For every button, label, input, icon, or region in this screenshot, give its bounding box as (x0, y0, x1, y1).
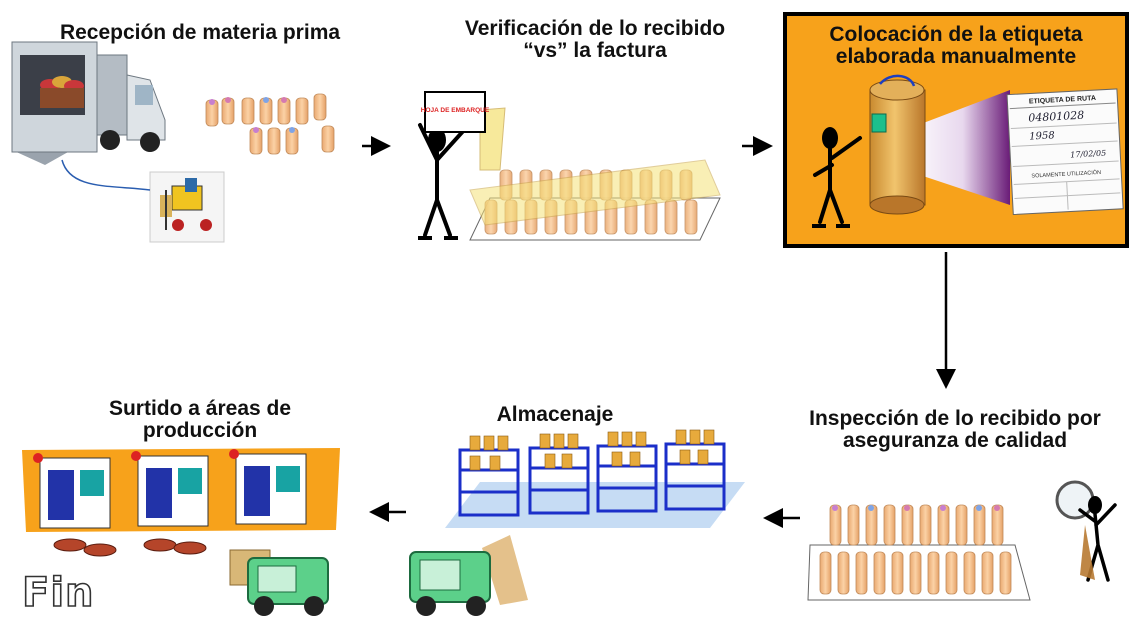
machine-unit (131, 451, 209, 527)
storage-racks (445, 429, 745, 528)
end-label: Fin (21, 569, 95, 617)
route-label-date: 17/02/05 (1070, 149, 1106, 160)
pallet-rolls-verification (469, 107, 721, 241)
material-rolls-group (205, 93, 335, 155)
step-title-supply: Surtido a áreas de producción (108, 397, 292, 442)
pallet-rolls-inspection (807, 504, 1031, 601)
label-scene (812, 74, 1010, 228)
shipping-document-sign: HOJA DE EMBARQUE (421, 91, 490, 133)
sign-text: HOJA DE EMBARQUE (421, 107, 490, 114)
magnifier-figure (1055, 480, 1117, 582)
curved-pointer (61, 159, 151, 191)
truck-illustration (11, 41, 166, 165)
step-title-inspection: Inspección de lo recibido por aseguranza… (809, 407, 1101, 452)
stick-figure-holding-sign (418, 116, 477, 240)
production-machines (22, 448, 340, 557)
step-title-reception: Recepción de materia prima (59, 21, 341, 44)
route-label-footer: SOLAMENTE UTILIZACIÓN (1031, 169, 1101, 180)
route-label-card: ETIQUETA DE RUTA 04801028 1958 17/02/05 … (1006, 88, 1124, 216)
step-title-verification: Verificación de lo recibido “vs” la fact… (464, 17, 726, 62)
forklift-photo (149, 171, 225, 243)
route-label-header: ETIQUETA DE RUTA (1029, 95, 1096, 106)
machine-unit (229, 449, 307, 525)
route-label-qty: 1958 (1029, 130, 1055, 142)
step-title-storage: Almacenaje (496, 403, 614, 426)
route-label-code: 04801028 (1028, 109, 1085, 125)
forklift-storage (409, 535, 528, 616)
forklift-supply (229, 549, 329, 616)
machine-unit (33, 453, 111, 529)
